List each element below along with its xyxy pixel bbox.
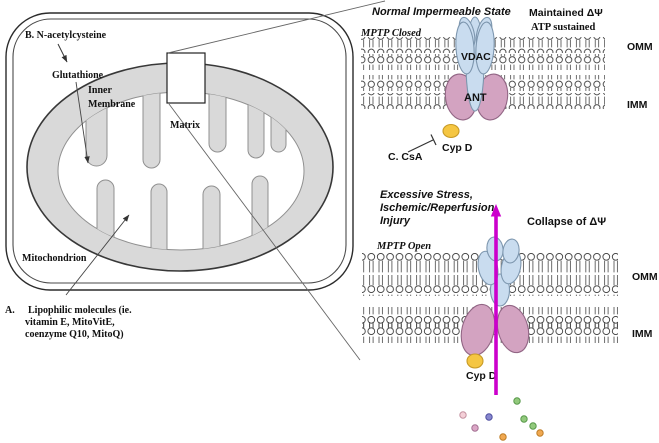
omm-label-bottom: OMM — [632, 271, 658, 283]
ant-subunit — [496, 304, 530, 354]
imm-label-bottom: IMM — [632, 328, 653, 340]
csa-inhibition-line — [407, 139, 434, 153]
vdac-subunit — [502, 238, 520, 264]
released-molecule-dot — [499, 433, 507, 441]
crista-finger — [202, 185, 221, 250]
released-molecule-dot — [471, 424, 479, 432]
stress-title-1: Excessive Stress, — [380, 189, 473, 201]
lipophilic-leader-arrow — [65, 214, 130, 296]
label-lipophilic-2: vitamin E, MitoVitE, — [25, 317, 115, 328]
crista-finger — [96, 179, 115, 250]
released-molecule-dot — [485, 413, 493, 421]
cyp-d-open — [466, 353, 484, 369]
normal-state-title: Normal Impermeable State — [372, 6, 511, 18]
label-glutathione: Glutathione — [52, 70, 104, 81]
label-matrix: Matrix — [170, 120, 200, 131]
label-mitochondrion: Mitochondrion — [22, 253, 87, 264]
crista-finger — [208, 92, 227, 153]
omm-inner-leaflet — [362, 275, 618, 296]
atp-sustained-label: ATP sustained — [531, 22, 595, 33]
zoom-cone-line-top — [167, 0, 386, 54]
label-inner-membrane-1: Inner — [88, 85, 112, 96]
released-molecule-dot — [513, 397, 521, 405]
cyp-d-label-top: Cyp D — [442, 142, 473, 154]
zoom-cone-line-bottom — [168, 103, 361, 361]
crista-finger — [142, 92, 161, 169]
omm-label-top: OMM — [627, 41, 653, 53]
released-molecule-dot — [459, 411, 467, 419]
glutathione-leader-arrow — [75, 81, 90, 164]
maintained-psi-label: Maintained ΔΨ — [529, 7, 603, 19]
label-a-prefix: A. — [5, 305, 15, 316]
released-molecules-group — [459, 397, 544, 441]
label-lipophilic-3: coenzyme Q10, MitoQ) — [25, 329, 124, 340]
label-lipophilic-1: Lipophilic molecules (ie. — [28, 305, 132, 316]
nac-to-glutathione-arrow — [57, 43, 68, 63]
ant-open — [460, 303, 530, 357]
stress-title-3: Injury — [380, 215, 411, 227]
mptp-open-label: MPTP Open — [376, 241, 431, 252]
zoom-callout-box — [166, 52, 206, 104]
cell-inner-membrane — [12, 18, 347, 284]
vdac-subunit — [455, 21, 475, 75]
pore-flux-arrowhead — [490, 204, 502, 217]
cyp-d-label-bottom: Cyp D — [466, 370, 497, 382]
released-molecule-dot — [520, 415, 528, 423]
stress-title-2: Ischemic/Reperfusion — [380, 202, 495, 214]
released-molecule-dot — [529, 422, 537, 430]
csa-inhibition-tbar — [430, 134, 437, 146]
collapse-psi-label: Collapse of ΔΨ — [527, 216, 606, 228]
crista-finger — [150, 183, 168, 250]
mptp-closed-label: MPTP Closed — [360, 28, 422, 39]
released-molecule-dot — [536, 429, 544, 437]
ant-label: ANT — [464, 92, 487, 104]
vdac-closed — [455, 16, 495, 112]
vdac-subunit — [475, 21, 495, 75]
imm-label-top: IMM — [627, 99, 648, 111]
label-n-acetylcysteine: B. N-acetylcysteine — [25, 30, 107, 41]
vdac-label: VDAC — [461, 51, 491, 63]
csa-label: C. CsA — [388, 151, 423, 163]
label-inner-membrane-2: Membrane — [88, 99, 136, 110]
cyp-d-closed — [442, 123, 460, 139]
cell-outer-membrane — [5, 12, 354, 291]
